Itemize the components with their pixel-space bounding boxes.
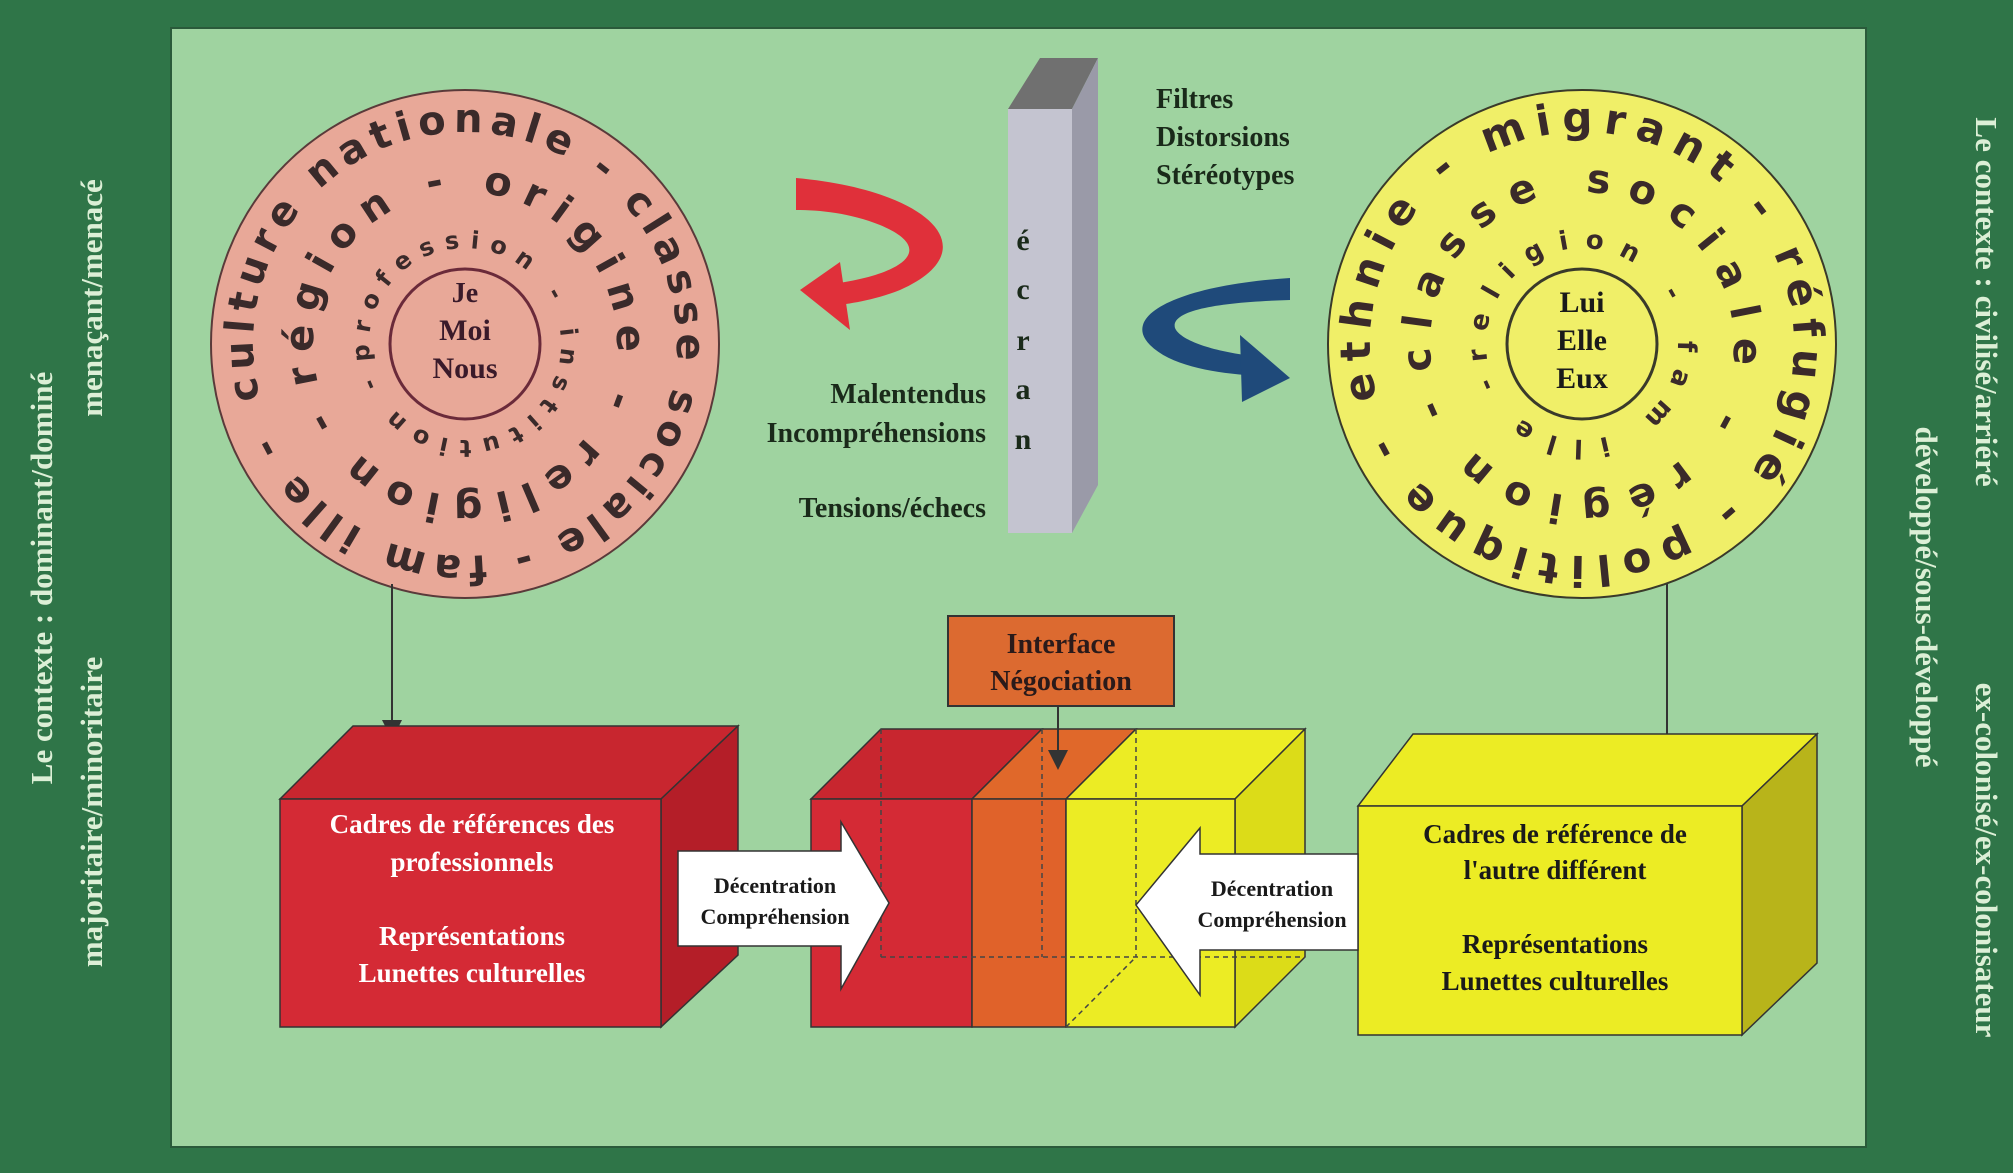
screen-slab bbox=[1008, 58, 1098, 533]
right-box-item-1: Représentations bbox=[1462, 929, 1648, 959]
screen-letter: n bbox=[1015, 423, 1032, 456]
screen-letter: é bbox=[1016, 224, 1029, 257]
effect-distorsions: Distorsions bbox=[1156, 122, 1290, 153]
self-center-je: Je bbox=[452, 278, 478, 309]
other-center-lui: Lui bbox=[1559, 286, 1604, 319]
left-context-label: Le contexte : dominant/dominé bbox=[24, 372, 59, 784]
red-curved-arrow bbox=[796, 178, 943, 330]
left-pair1-label: majoritaire/minoritaire bbox=[74, 657, 109, 967]
arrow-left-line2: Compréhension bbox=[700, 904, 849, 929]
right-context-label: Le contexte : civilisé/arriéré bbox=[1969, 117, 2004, 486]
other-circle: ethnie - migrant - réfugié - politique -… bbox=[1327, 89, 1837, 599]
left-box-title-1: Cadres de références des bbox=[330, 809, 615, 839]
right-box-item-2: Lunettes culturelles bbox=[1442, 966, 1669, 996]
outcome-tensions: Tensions/échecs bbox=[799, 493, 986, 524]
decentration-arrow-left: Décentration Compréhension bbox=[677, 819, 890, 992]
screen-letter: a bbox=[1016, 373, 1031, 406]
effect-stereotypes: Stéréotypes bbox=[1156, 160, 1295, 191]
other-frame-box: Cadres de référence de l'autre différent… bbox=[1356, 732, 1819, 1037]
left-box-item-1: Représentations bbox=[379, 921, 565, 951]
arrow-right-line1: Décentration bbox=[1211, 876, 1333, 901]
decentration-arrow-right: Décentration Compréhension bbox=[1135, 825, 1359, 998]
negociation-label: Négociation bbox=[990, 666, 1132, 697]
left-box-title-2: professionnels bbox=[390, 847, 553, 877]
self-center-moi: Moi bbox=[439, 314, 491, 347]
interface-box: Interface Négociation bbox=[947, 615, 1175, 707]
left-pair2-label: menaçant/menacé bbox=[74, 179, 109, 417]
right-pair2-label: développé/sous-développé bbox=[1909, 426, 1944, 767]
screen-letter: r bbox=[1016, 324, 1029, 357]
self-center-nous: Nous bbox=[432, 352, 497, 385]
right-box-title-1: Cadres de référence de bbox=[1423, 819, 1687, 849]
outcome-malentendus: Malentendus bbox=[830, 379, 986, 410]
blue-curved-arrow bbox=[1142, 278, 1290, 402]
arrow-left-line1: Décentration bbox=[714, 873, 836, 898]
right-box-title-2: l'autre différent bbox=[1464, 855, 1647, 885]
right-pair1-label: ex-colonisé/ex-colonisateur bbox=[1969, 683, 2004, 1038]
screen-letter: c bbox=[1016, 273, 1029, 306]
outcome-incomprehensions: Incompréhensions bbox=[767, 418, 986, 449]
other-center-elle: Elle bbox=[1557, 324, 1607, 357]
effect-filtres: Filtres bbox=[1156, 84, 1233, 115]
left-box-item-2: Lunettes culturelles bbox=[359, 958, 586, 988]
other-center-eux: Eux bbox=[1556, 362, 1608, 395]
self-circle: culture nationale - classe sociale - fam… bbox=[210, 89, 720, 599]
arrow-right-line2: Compréhension bbox=[1197, 907, 1346, 932]
professional-frame-box: Cadres de références des professionnels … bbox=[278, 724, 740, 1029]
interface-label: Interface bbox=[1007, 629, 1116, 660]
